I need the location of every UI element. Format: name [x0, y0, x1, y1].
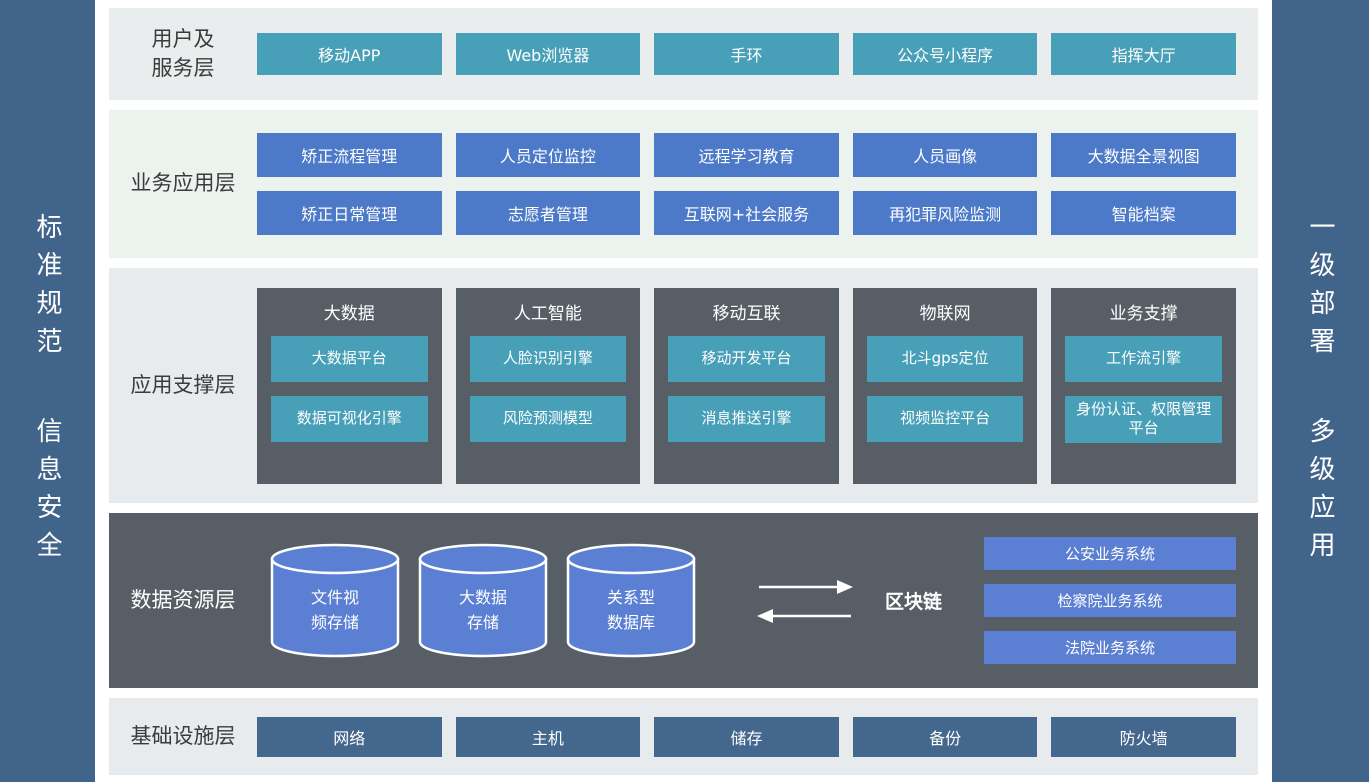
right-sidebar-text-deployment: 一级部署 [1305, 213, 1335, 365]
node-personnel-positioning: 人员定位监控 [455, 133, 641, 177]
support-group-title: 移动互联 [712, 304, 781, 324]
node-identity-auth: 身份认证、权限管理平台 [1065, 395, 1222, 443]
layer-infrastructure: 基础设施层 网络 主机 储存 备份 防火墙 [109, 698, 1258, 775]
node-bigdata-panorama: 大数据全景视图 [1051, 133, 1236, 177]
business-app-items: 矫正流程管理 人员定位监控 远程学习教育 人员画像 大数据全景视图 矫正日常管理… [257, 133, 1258, 235]
node-web-browser: Web浏览器 [455, 33, 641, 75]
node-official-account: 公众号小程序 [852, 33, 1038, 75]
diagram-main: 用户及 服务层 移动APP Web浏览器 手环 公众号小程序 指挥大厅 业务应用… [95, 0, 1272, 782]
support-group-title: 物联网 [919, 304, 971, 324]
layer-label-app-support: 应用支撑层 [130, 372, 236, 397]
database-file-video-storage: 文件视 频存储 [269, 542, 401, 660]
node-data-visualization: 数据可视化引擎 [271, 395, 428, 442]
node-network: 网络 [257, 716, 442, 757]
external-systems: 公安业务系统 检察院业务系统 法院业务系统 [984, 537, 1236, 664]
layer-data-resource: 数据资源层 文件视 频存储 大数据 存储 [109, 513, 1258, 688]
right-sidebar: 一级部署 多级应用 [1272, 0, 1369, 782]
support-group-title: 人工智能 [513, 304, 582, 324]
node-personnel-profile: 人员画像 [852, 133, 1038, 177]
database-cylinders: 文件视 频存储 大数据 存储 关系型 数据库 [269, 542, 697, 660]
support-group-business: 业务支撑 工作流引擎 身份认证、权限管理平台 [1051, 287, 1236, 484]
layer-app-support: 应用支撑层 大数据 大数据平台 数据可视化引擎 人工智能 人脸识别引擎 风险预测… [109, 268, 1258, 503]
support-group-title: 业务支撑 [1109, 304, 1178, 324]
node-procuratorate-system: 检察院业务系统 [984, 584, 1236, 617]
business-app-row-1: 矫正流程管理 人员定位监控 远程学习教育 人员画像 大数据全景视图 [257, 133, 1236, 177]
database-label: 关系型 数据库 [606, 587, 655, 632]
infrastructure-items: 网络 主机 储存 备份 防火墙 [257, 716, 1258, 757]
node-backup: 备份 [852, 716, 1038, 757]
node-risk-prediction: 风险预测模型 [469, 395, 627, 442]
node-smart-archive: 智能档案 [1051, 191, 1236, 235]
user-service-items: 移动APP Web浏览器 手环 公众号小程序 指挥大厅 [257, 33, 1258, 75]
node-correction-process: 矫正流程管理 [257, 133, 442, 177]
support-group-title: 大数据 [323, 304, 375, 324]
node-court-system: 法院业务系统 [984, 631, 1236, 664]
support-group-bigdata: 大数据 大数据平台 数据可视化引擎 [257, 287, 442, 484]
support-group-iot: 物联网 北斗gps定位 视频监控平台 [852, 287, 1038, 484]
node-workflow-engine: 工作流引擎 [1065, 335, 1222, 382]
support-group-mobile: 移动互联 移动开发平台 消息推送引擎 [654, 287, 839, 484]
node-mobile-app: 移动APP [257, 33, 442, 75]
node-wristband: 手环 [654, 33, 839, 75]
layer-label-infrastructure: 基础设施层 [130, 723, 236, 748]
node-message-push: 消息推送引擎 [668, 395, 825, 442]
right-sidebar-text-application: 多级应用 [1305, 417, 1335, 569]
node-internet-social-service: 互联网+社会服务 [654, 191, 839, 235]
bidirectional-arrows-icon [757, 579, 853, 623]
node-command-hall: 指挥大厅 [1051, 33, 1236, 75]
node-correction-daily: 矫正日常管理 [257, 191, 442, 235]
layer-user-service: 用户及 服务层 移动APP Web浏览器 手环 公众号小程序 指挥大厅 [109, 8, 1258, 100]
layer-label-data-resource: 数据资源层 [130, 587, 236, 612]
left-sidebar-text-standards: 标准规范 [32, 213, 62, 365]
node-bigdata-platform: 大数据平台 [271, 335, 428, 382]
left-sidebar-text-security: 信息安全 [32, 417, 62, 569]
database-bigdata-storage: 大数据 存储 [417, 542, 549, 660]
layer-business-app: 业务应用层 矫正流程管理 人员定位监控 远程学习教育 人员画像 大数据全景视图 … [109, 110, 1258, 258]
business-app-row-2: 矫正日常管理 志愿者管理 互联网+社会服务 再犯罪风险监测 智能档案 [257, 191, 1236, 235]
cylinder-icon [566, 543, 696, 657]
app-support-groups: 大数据 大数据平台 数据可视化引擎 人工智能 人脸识别引擎 风险预测模型 移动互… [257, 287, 1258, 484]
database-label: 文件视 频存储 [310, 587, 359, 632]
layer-label-business-app: 业务应用层 [130, 171, 236, 196]
database-relational: 关系型 数据库 [565, 542, 697, 660]
node-host: 主机 [455, 716, 641, 757]
cylinder-icon [270, 543, 400, 657]
node-beidou-gps: 北斗gps定位 [866, 335, 1024, 382]
node-firewall: 防火墙 [1051, 716, 1236, 757]
node-mobile-dev-platform: 移动开发平台 [668, 335, 825, 382]
layer-label-user-service: 用户及 服务层 [151, 26, 215, 80]
node-face-recognition: 人脸识别引擎 [469, 335, 627, 382]
cylinder-icon [418, 543, 548, 657]
support-group-ai: 人工智能 人脸识别引擎 风险预测模型 [455, 287, 641, 484]
blockchain-label: 区块链 [885, 591, 943, 613]
database-label: 大数据 存储 [458, 587, 507, 632]
node-video-surveillance: 视频监控平台 [866, 395, 1024, 442]
node-remote-learning: 远程学习教育 [654, 133, 839, 177]
node-police-system: 公安业务系统 [984, 537, 1236, 570]
left-sidebar: 标准规范 信息安全 [0, 0, 95, 782]
node-volunteer-mgmt: 志愿者管理 [455, 191, 641, 235]
node-storage: 储存 [654, 716, 839, 757]
data-resource-content: 文件视 频存储 大数据 存储 关系型 数据库 [257, 537, 1258, 664]
node-recidivism-risk: 再犯罪风险监测 [852, 191, 1038, 235]
